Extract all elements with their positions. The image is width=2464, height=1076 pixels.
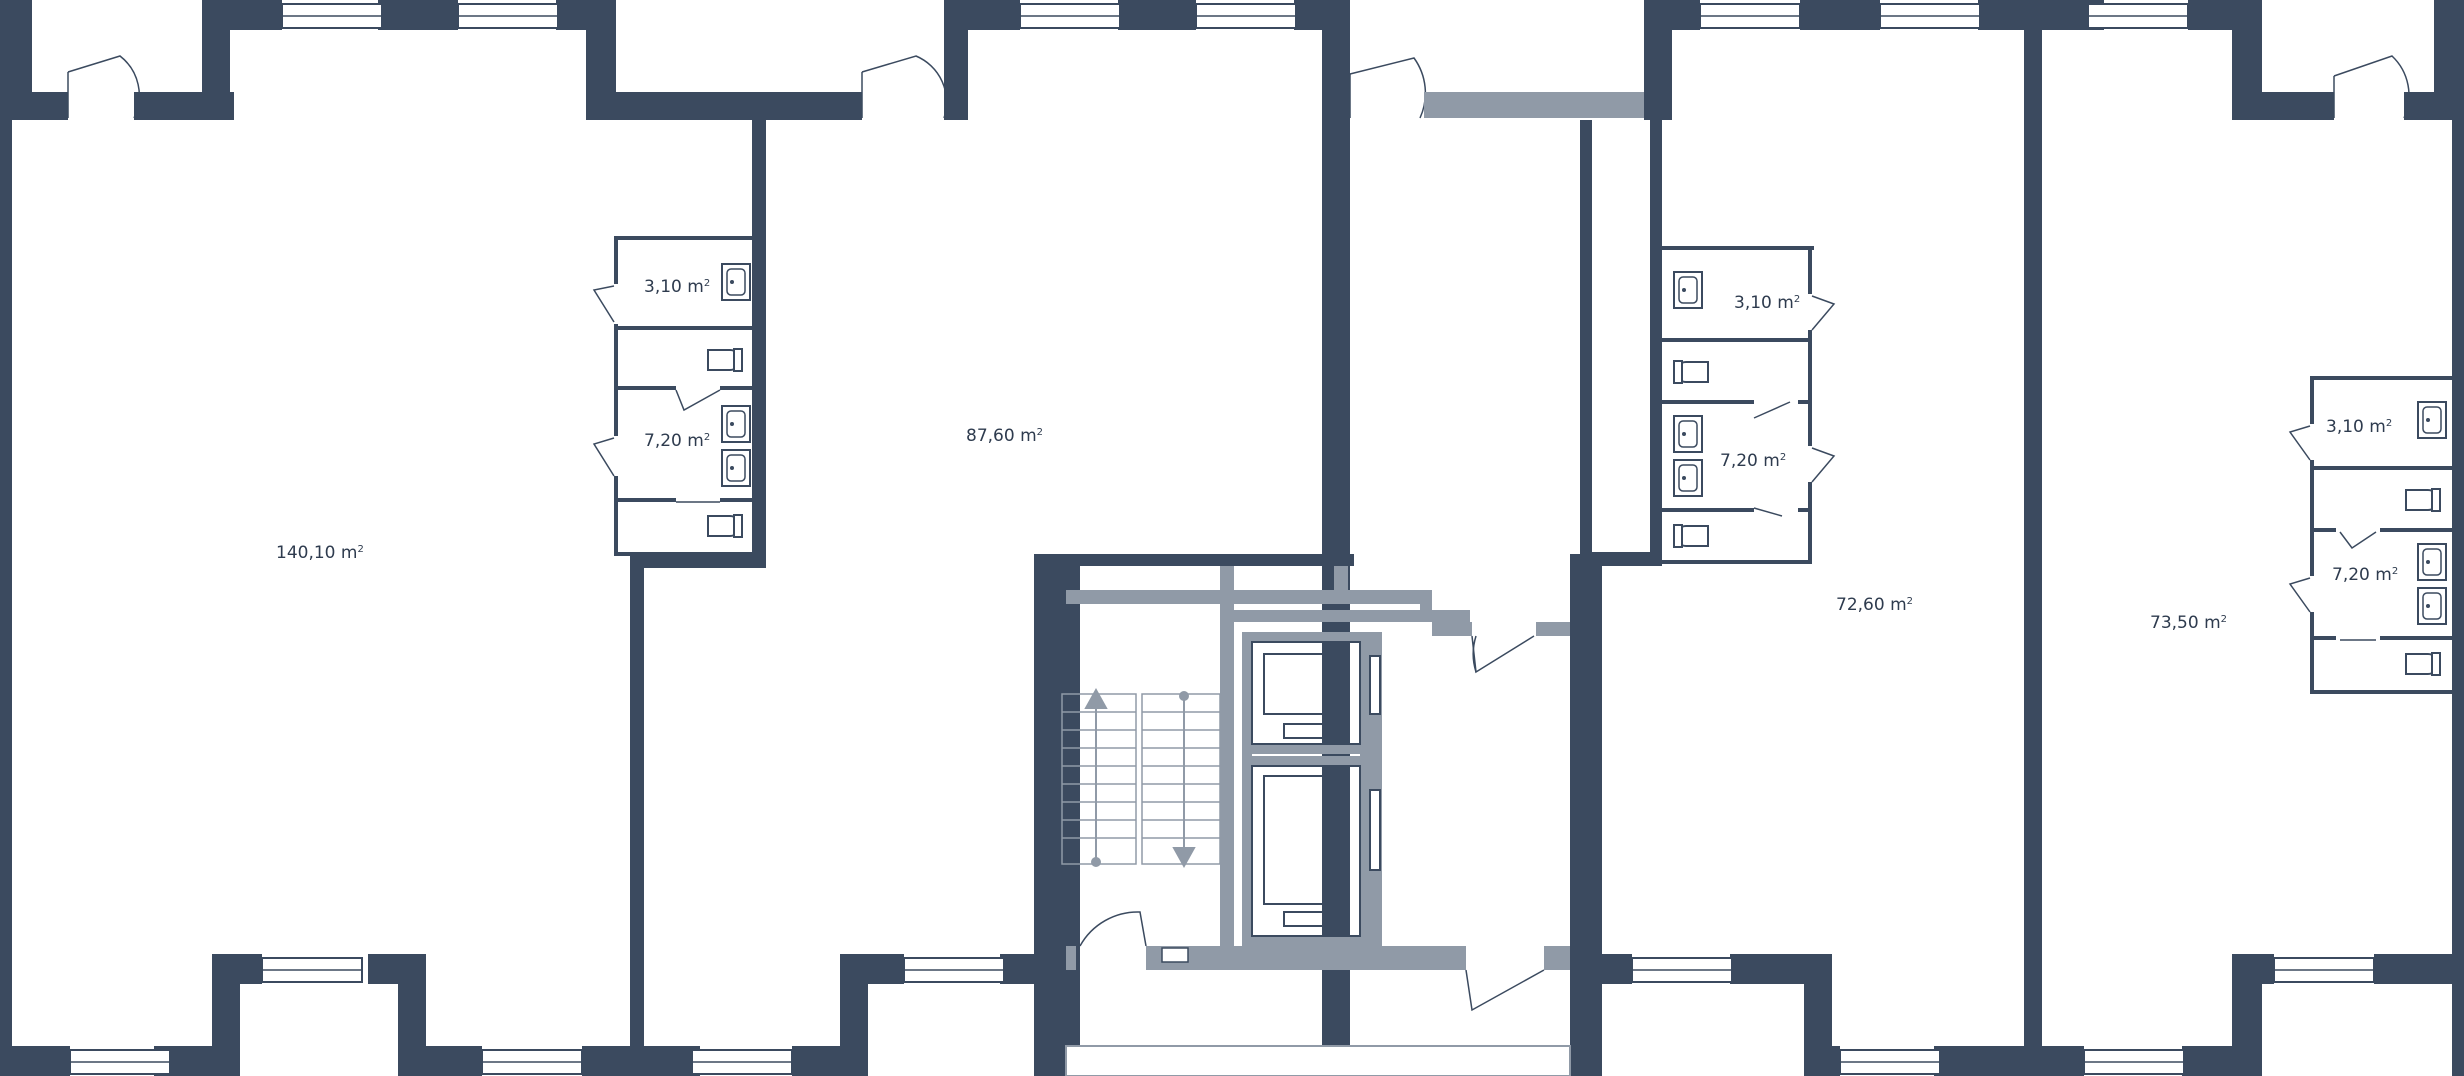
door-swing-icon (861, 55, 948, 119)
stair-core (1061, 566, 1571, 1076)
window-icon (1631, 957, 1733, 983)
door-swing-icon (2339, 531, 2377, 550)
sink-icon (721, 263, 751, 301)
window-icon (903, 957, 1005, 983)
window-icon (691, 1049, 793, 1075)
elevator-icon (1251, 641, 1381, 745)
window-icon (1839, 1049, 1941, 1075)
stair-arrow-icon (1172, 691, 1196, 869)
sink-icon (1673, 459, 1703, 497)
window-icon (69, 1049, 171, 1075)
door-swing-icon (2333, 55, 2410, 119)
sink-icon (1673, 415, 1703, 453)
window-icon (2083, 1049, 2185, 1075)
unit-1-area: 140,10 m2 (276, 543, 364, 563)
window-icon (1195, 3, 1297, 29)
window-icon (1879, 3, 1981, 29)
door-swing-icon (1079, 911, 1147, 947)
window-icon (457, 3, 559, 29)
toilet-icon (705, 345, 743, 375)
unit-3-wc-small-area: 3,10 m2 (1734, 293, 1800, 313)
window-icon (261, 957, 363, 983)
sink-icon (1673, 271, 1703, 309)
toilet-icon (705, 511, 743, 541)
door-swing-icon (2288, 425, 2311, 461)
window-icon (1699, 3, 1801, 29)
toilet-icon (2403, 649, 2441, 679)
door-swing-icon (2288, 577, 2311, 613)
stairs (1061, 693, 1221, 865)
unit-4-wc-large-area: 7,20 m2 (2332, 565, 2398, 585)
door-swing-icon (1753, 401, 1791, 419)
door-swing-icon (1465, 969, 1545, 1012)
unit-3-area: 72,60 m2 (1836, 595, 1913, 615)
window-icon (281, 3, 383, 29)
unit-1-wc-large-area: 7,20 m2 (644, 431, 710, 451)
sink-icon (721, 449, 751, 487)
unit-1-wc-small-area: 3,10 m2 (644, 277, 710, 297)
unit-4-wc-small-area: 3,10 m2 (2326, 417, 2392, 437)
entry-doors (67, 55, 2410, 119)
door-swing-icon (1349, 57, 1427, 119)
unit-2-area: 87,60 m2 (966, 426, 1043, 446)
unit-4-area: 73,50 m2 (2150, 613, 2227, 633)
area-labels: 140,10 m2 87,60 m2 72,60 m2 73,50 m2 3,1… (276, 277, 2398, 633)
door-swing-icon (592, 285, 615, 323)
bathroom-block-unit-3 (1662, 246, 1836, 564)
bathroom-block-unit-1 (592, 236, 754, 556)
corridor-partition (1424, 92, 1644, 118)
door-swing-icon (592, 437, 615, 477)
window-icon (2087, 3, 2189, 29)
elevator-icon (1251, 765, 1381, 937)
sink-icon (721, 405, 751, 443)
door-swing-icon (1753, 507, 1783, 517)
toilet-icon (2403, 485, 2441, 515)
door-swing-icon (1811, 447, 1836, 483)
sink-icon (2417, 543, 2447, 581)
sink-icon (2417, 401, 2447, 439)
toilet-icon (1673, 360, 1709, 384)
sink-icon (2417, 587, 2447, 625)
toilet-icon (1673, 524, 1709, 548)
window-icon (2273, 957, 2375, 983)
bathroom-block-unit-4 (2288, 376, 2454, 694)
window-icon (481, 1049, 583, 1075)
door-swing-icon (1471, 635, 1535, 674)
unit-3-wc-large-area: 7,20 m2 (1720, 451, 1786, 471)
door-swing-icon (67, 55, 141, 119)
door-swing-icon (675, 389, 721, 412)
door-swing-icon (1811, 295, 1836, 331)
stair-arrow-icon (1084, 687, 1108, 867)
window-icon (1019, 3, 1121, 29)
